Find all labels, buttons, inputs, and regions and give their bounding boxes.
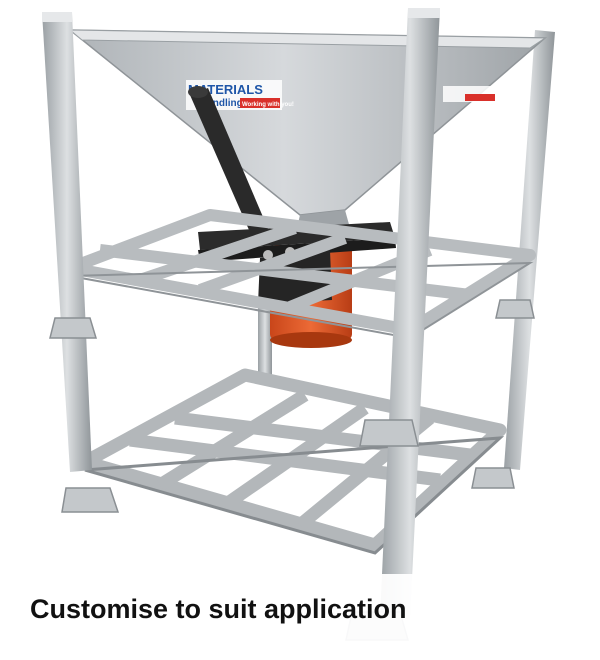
front-posts (42, 8, 440, 620)
upper-grid-frame-shade (69, 261, 534, 340)
caption-banner: Customise to suit application (0, 574, 470, 644)
brand-logo: MATERIALS Handling Working with you! (186, 80, 495, 110)
lower-grid-base-shade (84, 436, 505, 555)
front-left-post (42, 12, 92, 472)
upper-grid-frame (64, 209, 536, 336)
rear-left-post (258, 300, 272, 380)
hopper-cone (67, 29, 547, 232)
front-right-post (380, 8, 440, 620)
logo-tagline-text: Working with you! (242, 102, 294, 108)
lower-grid-base (78, 368, 507, 552)
logo-sub-text: Handling (200, 98, 243, 109)
caption-text: Customise to suit application (30, 593, 407, 624)
lever-handle (190, 88, 272, 246)
